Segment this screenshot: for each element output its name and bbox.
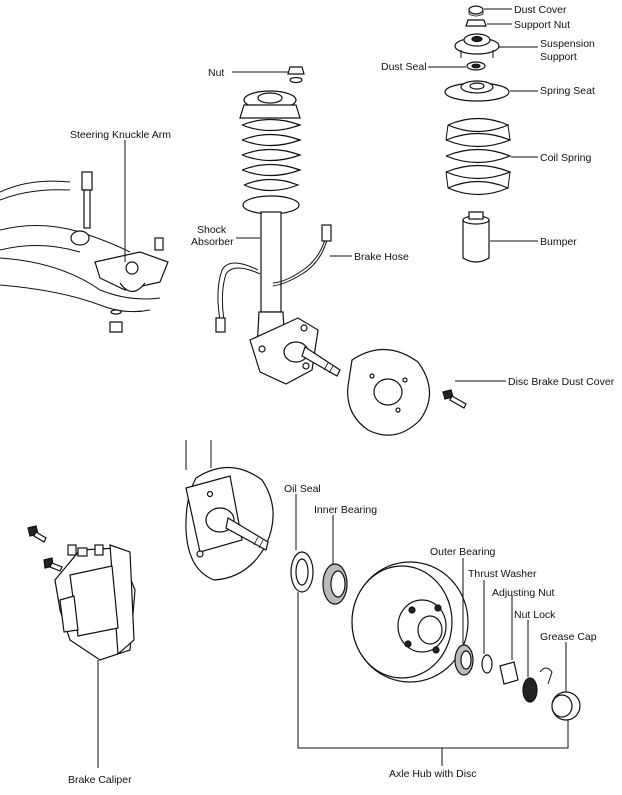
labels: Dust Cover Support Nut Suspension Suppor… — [68, 4, 615, 786]
nut-lock-part — [522, 677, 538, 703]
label-shock-absorber-line1: Shock — [197, 224, 227, 236]
grease-cap-part — [551, 691, 581, 721]
steering-knuckle-arm-part — [0, 171, 169, 333]
spring-seat-part — [444, 80, 510, 102]
bumper-part — [462, 211, 490, 263]
label-spring-seat: Spring Seat — [540, 85, 595, 97]
brake-hose-part — [215, 224, 332, 333]
inner-bearing-part — [322, 563, 348, 605]
label-coil-spring: Coil Spring — [540, 152, 592, 164]
strut-nut-part — [287, 66, 305, 84]
label-brake-caliper: Brake Caliper — [68, 774, 132, 786]
label-shock-absorber-line2: Absorber — [191, 236, 234, 248]
label-axle-hub-with-disc: Axle Hub with Disc — [389, 768, 477, 780]
label-grease-cap: Grease Cap — [540, 631, 597, 643]
label-suspension-support-line2: Support — [540, 51, 577, 63]
label-thrust-washer: Thrust Washer — [468, 568, 537, 580]
label-suspension-support-line1: Suspension — [540, 38, 595, 50]
label-disc-brake-dust-cover: Disc Brake Dust Cover — [508, 376, 615, 388]
strut-assembly-part — [239, 90, 302, 351]
label-nut-lock: Nut Lock — [514, 609, 556, 621]
disc-brake-dust-cover-part — [347, 348, 431, 436]
label-oil-seal: Oil Seal — [284, 483, 321, 495]
oil-seal-part — [290, 551, 314, 593]
adjusting-nut-part — [499, 661, 519, 685]
label-inner-bearing: Inner Bearing — [314, 504, 377, 516]
label-nut: Nut — [208, 67, 224, 79]
coil-spring-part — [445, 117, 512, 196]
label-outer-bearing: Outer Bearing — [430, 546, 496, 558]
label-brake-hose: Brake Hose — [354, 251, 409, 263]
outer-bearing-part — [454, 644, 474, 676]
dust-seal-part — [466, 61, 486, 71]
support-nut-part — [465, 19, 487, 27]
label-adjusting-nut: Adjusting Nut — [492, 587, 555, 599]
cotter-pin-part — [539, 667, 553, 685]
leader-lines — [97, 8, 569, 768]
steering-knuckle-part — [249, 317, 341, 385]
axle-hub-with-disc-part — [351, 561, 469, 683]
caliper-bolt-part — [27, 525, 63, 572]
label-dust-cover: Dust Cover — [514, 4, 567, 16]
label-bumper: Bumper — [540, 236, 577, 248]
thrust-washer-part — [481, 654, 493, 674]
label-support-nut: Support Nut — [514, 19, 570, 31]
knuckle-with-dust-cover-part — [185, 440, 274, 581]
dust-cover-bolt-part — [442, 389, 467, 409]
dust-cover-part — [468, 5, 484, 17]
suspension-support-part — [454, 33, 500, 58]
brake-caliper-part — [54, 544, 136, 661]
label-steering-knuckle-arm: Steering Knuckle Arm — [70, 129, 171, 141]
label-dust-seal: Dust Seal — [381, 61, 427, 73]
